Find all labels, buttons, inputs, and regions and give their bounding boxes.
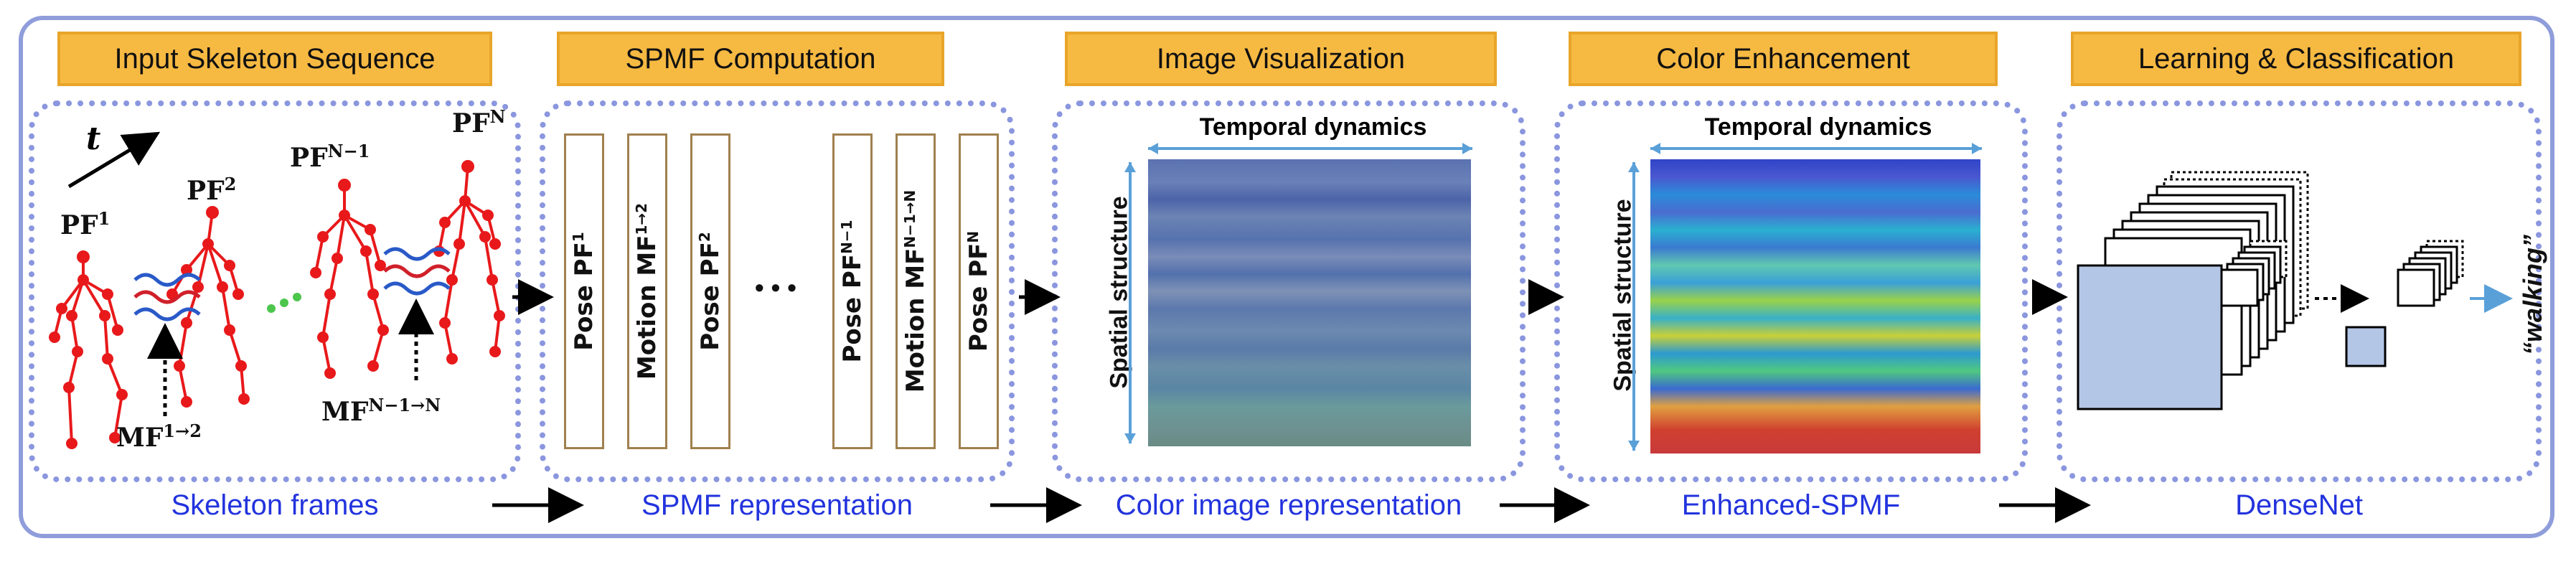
label-mfn: MFN−1→N bbox=[321, 395, 441, 427]
spmf-column: Motion MFN−1→N bbox=[896, 133, 936, 449]
ellipsis-dots-icon bbox=[267, 293, 301, 313]
label-pf1: PF1 bbox=[60, 208, 111, 240]
motion-wave-icon bbox=[133, 247, 451, 321]
caption-skeleton-frames: Skeleton frames bbox=[171, 489, 379, 521]
caption-densenet: DenseNet bbox=[2235, 489, 2363, 521]
temporal-axis-icon bbox=[1650, 143, 1982, 154]
caption-enhanced: Enhanced-SPMF bbox=[1681, 489, 1901, 521]
skeleton-figures-icon bbox=[49, 160, 505, 449]
temporal-label: Temporal dynamics bbox=[1199, 113, 1427, 141]
header-color-enhancement: Color Enhancement bbox=[1569, 32, 1998, 86]
caption-color-image: Color image representation bbox=[1115, 489, 1462, 521]
color-image bbox=[1148, 159, 1471, 446]
spmf-column: Pose PF1 bbox=[564, 133, 604, 449]
label-pf2: PF2 bbox=[187, 174, 237, 206]
temporal-label: Temporal dynamics bbox=[1704, 113, 1932, 141]
caption-spmf: SPMF representation bbox=[641, 489, 913, 521]
temporal-axis-icon bbox=[1148, 143, 1472, 154]
header-input-skeleton: Input Skeleton Sequence bbox=[57, 32, 492, 86]
skeleton-sequence bbox=[49, 131, 505, 449]
time-arrow-icon bbox=[67, 131, 161, 189]
header-image-visualization: Image Visualization bbox=[1065, 32, 1497, 86]
spmf-column: Pose PFN bbox=[959, 133, 999, 449]
header-spmf-computation: SPMF Computation bbox=[557, 32, 944, 86]
label-mf12: MF1→2 bbox=[116, 420, 202, 453]
spmf-column: Pose PFN−1 bbox=[832, 133, 873, 449]
densenet-diagram bbox=[2077, 171, 2513, 410]
spmf-ellipsis: • • • bbox=[755, 273, 796, 302]
time-label: t bbox=[86, 121, 101, 157]
label-pfn1: PFN−1 bbox=[290, 141, 370, 173]
spmf-column: Pose PF2 bbox=[690, 133, 730, 449]
label-pfn: PFN bbox=[452, 106, 506, 138]
header-learning-classification: Learning & Classification bbox=[2071, 32, 2521, 86]
spatial-axis-icon bbox=[1628, 162, 1640, 451]
output-label: “walking” bbox=[2518, 234, 2547, 356]
pipeline-frame bbox=[19, 16, 2554, 538]
spatial-axis-icon bbox=[1124, 162, 1136, 443]
spmf-column: Motion MF1→2 bbox=[627, 133, 667, 449]
enhanced-image bbox=[1650, 159, 1980, 453]
